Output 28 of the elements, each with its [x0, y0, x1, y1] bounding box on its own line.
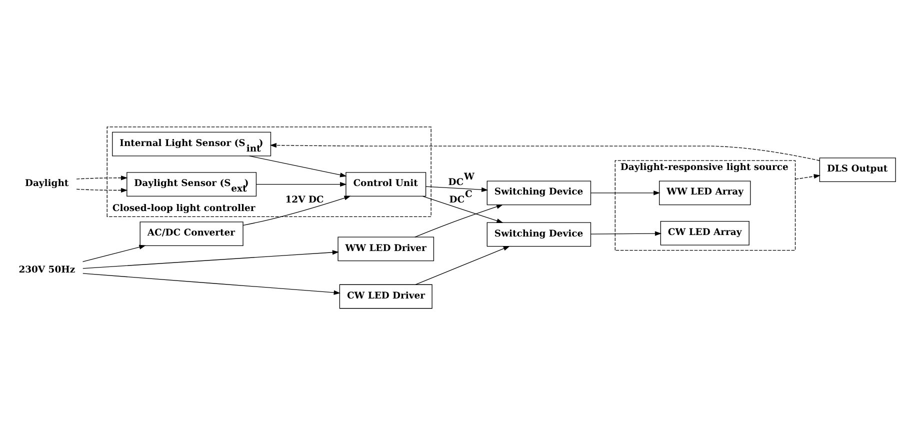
arrow: [82, 244, 146, 262]
arrow: [270, 143, 820, 161]
node-box: Control Unit: [346, 172, 426, 197]
node-box: WW LED Array: [659, 180, 751, 206]
node-text: Daylight: [24, 178, 69, 190]
arrow: [242, 196, 351, 226]
arrow: [415, 246, 510, 285]
arrow: [794, 174, 820, 180]
node-box: DLS Output: [819, 158, 896, 182]
arrow: [590, 190, 660, 196]
node-box: CW LED Array: [660, 220, 750, 246]
arrow: [422, 196, 504, 224]
arrow: [249, 156, 347, 178]
arrow: [590, 231, 662, 236]
node-box: Switching Device: [486, 222, 592, 247]
node-box: WW LED Driver: [338, 236, 434, 262]
node-text: 230V 50Hz: [18, 264, 76, 276]
arrow: [256, 182, 347, 187]
node-box: Switching Device: [486, 180, 592, 206]
arrow: [425, 186, 488, 192]
arrow: [414, 204, 504, 238]
arrow: [82, 273, 340, 295]
node-box: CW LED Driver: [339, 284, 432, 309]
arrow: [76, 176, 128, 180]
arrow: [82, 250, 340, 269]
edge-label: 12V DC: [285, 194, 324, 206]
node-box: AC/DC Converter: [140, 222, 244, 246]
arrow: [76, 188, 128, 193]
